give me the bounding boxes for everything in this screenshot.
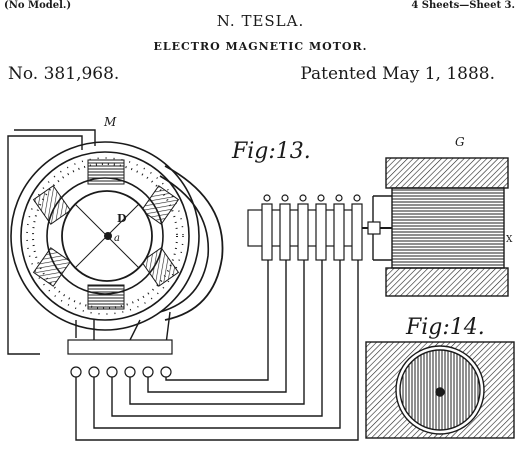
armature-label: X	[506, 235, 513, 245]
fig14-shaft-icon	[435, 387, 445, 397]
patent-date: Patented May 1, 1888.	[300, 64, 495, 84]
patent-number: No. 381,968.	[8, 64, 120, 84]
patent-title: ELECTRO MAGNETIC MOTOR.	[153, 40, 368, 53]
sheet-number: 4 Sheets—Sheet 3.	[411, 0, 515, 11]
shaft-icon	[104, 232, 112, 240]
motor-label: M	[103, 115, 117, 129]
inventor-name: N. TESLA.	[216, 12, 305, 30]
shaft-label: a	[114, 233, 120, 244]
motor-coils	[32, 159, 180, 310]
rotor-disk	[61, 190, 153, 282]
rotor-label: D	[117, 212, 127, 225]
fig13-label: Fig:13.	[231, 139, 311, 164]
generator-assembly	[372, 157, 509, 297]
motor-wires	[7, 129, 96, 355]
fig14-cross-section	[365, 341, 515, 439]
generator-label: G	[455, 135, 465, 149]
terminal-posts	[67, 339, 173, 378]
fig14-label: Fig:14.	[405, 315, 485, 340]
commutator-brushes	[247, 194, 363, 261]
no-model-note: (No Model.)	[4, 0, 72, 11]
